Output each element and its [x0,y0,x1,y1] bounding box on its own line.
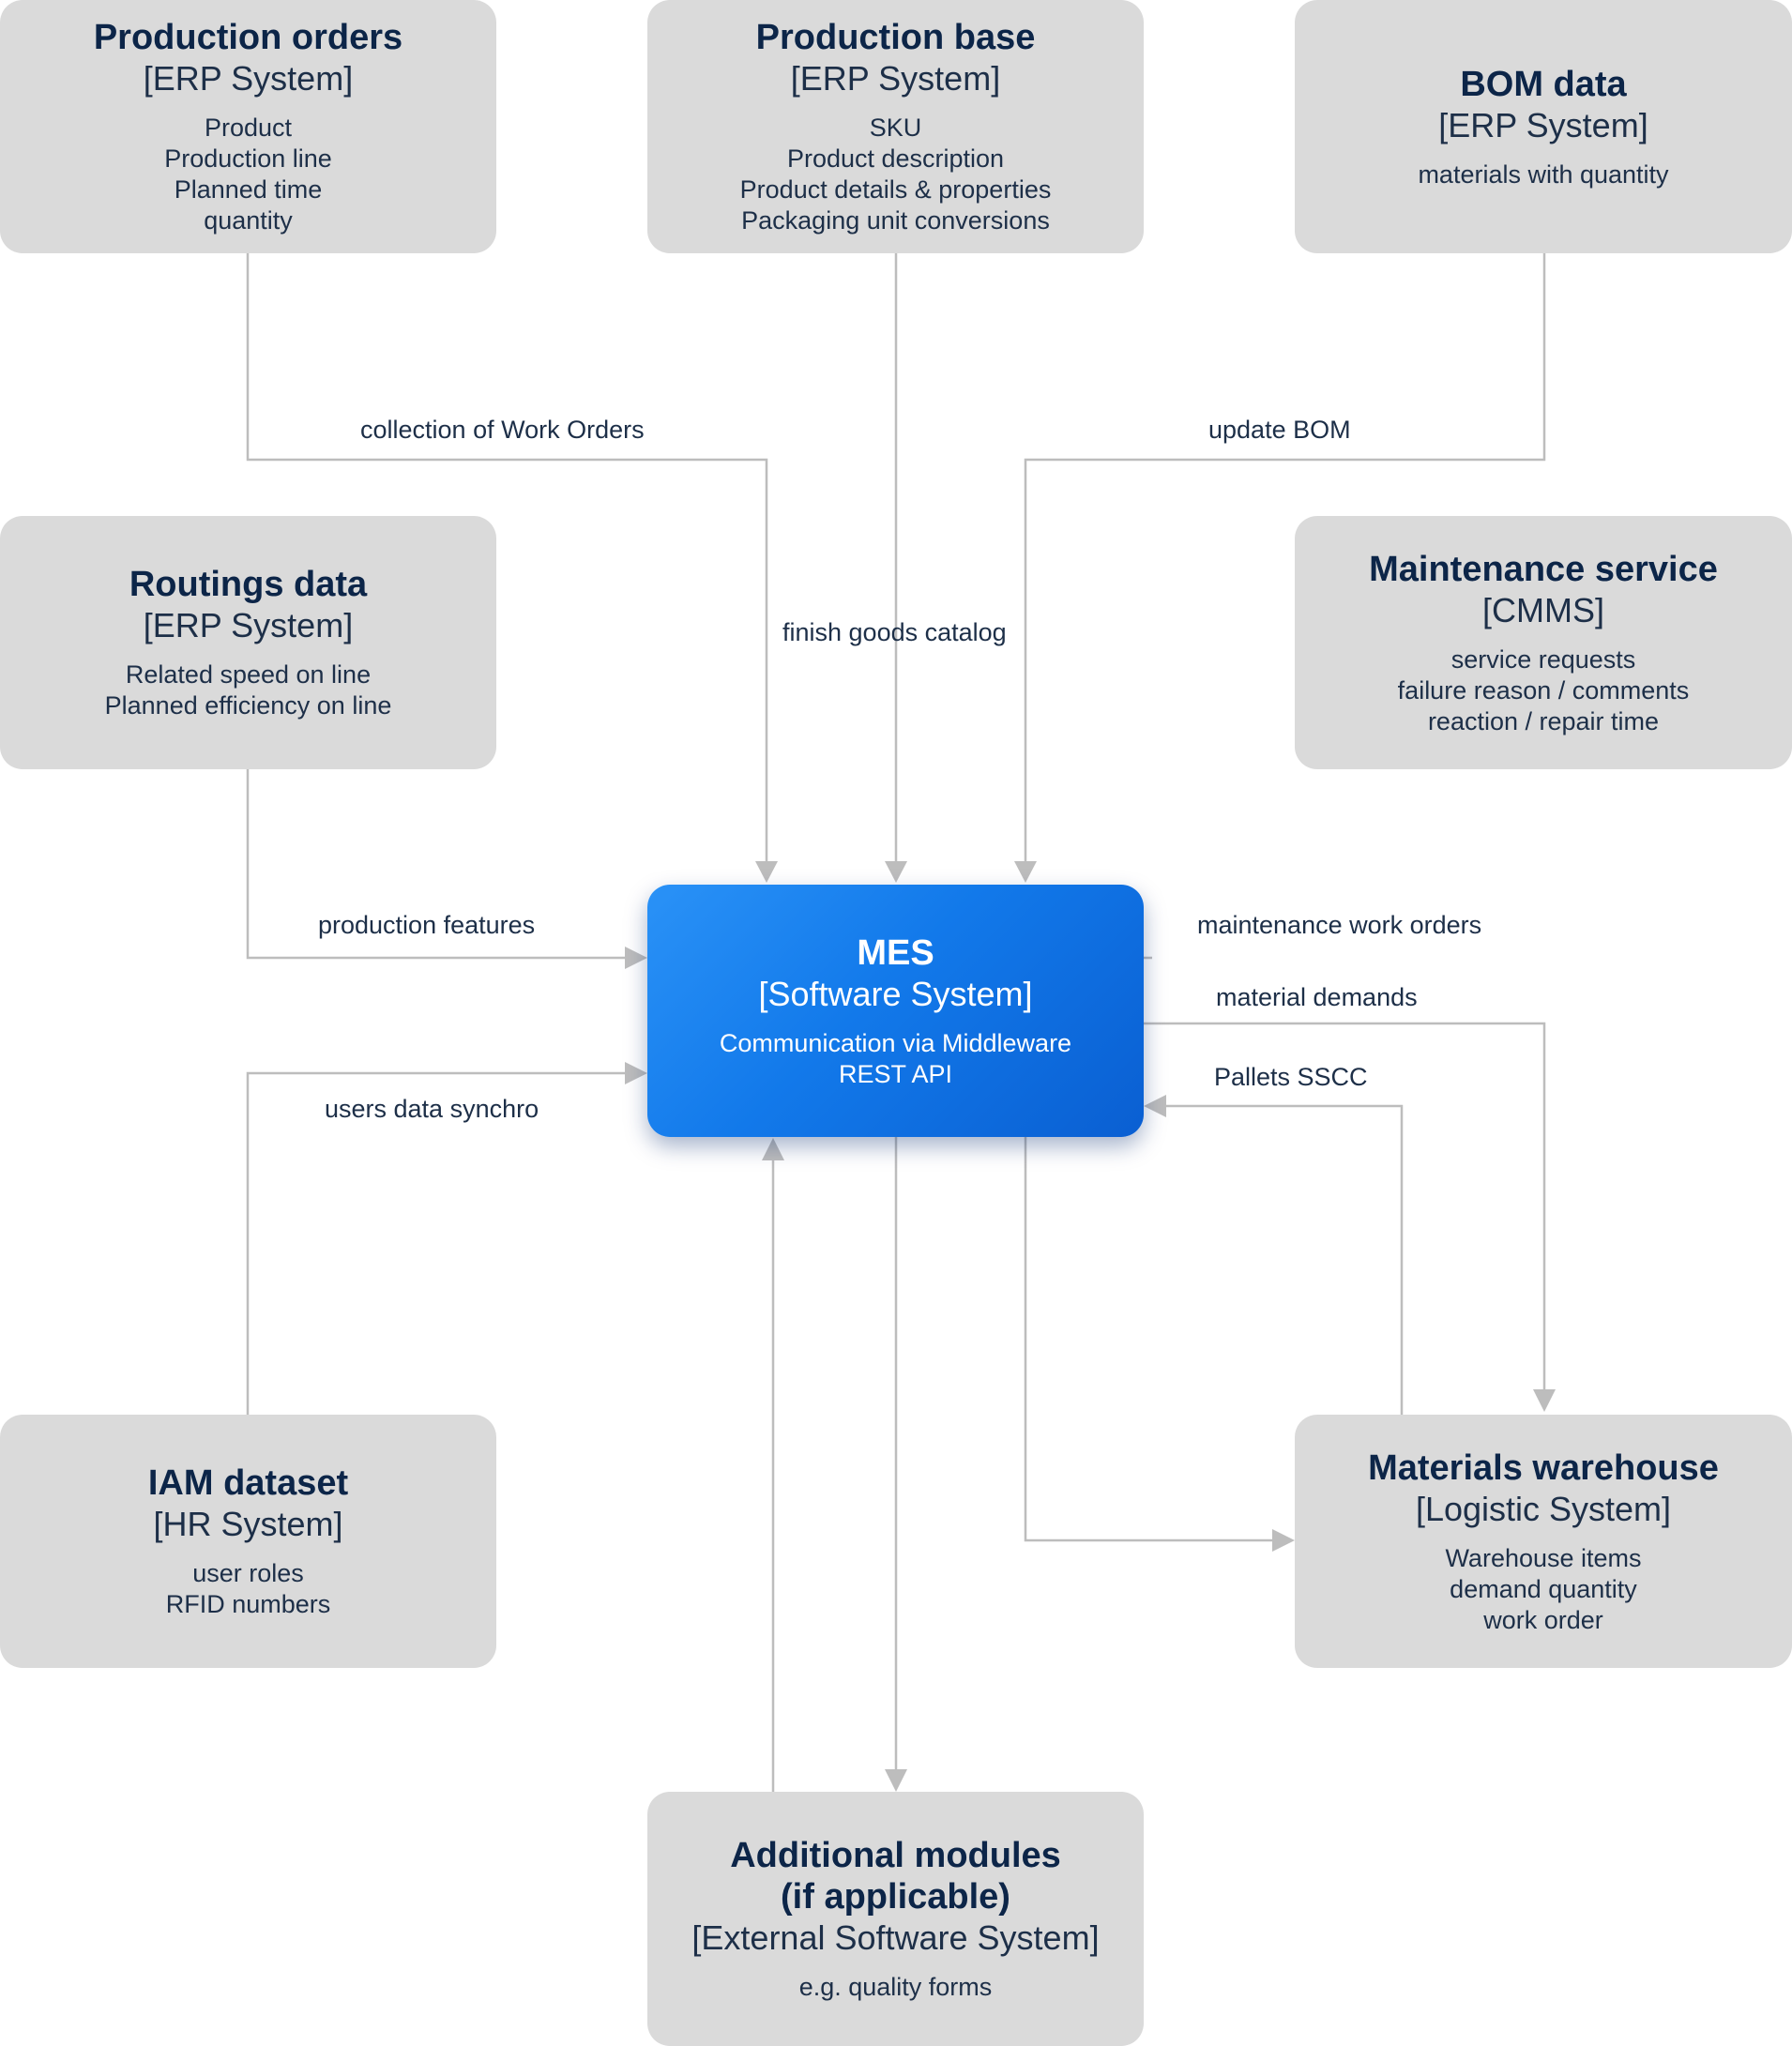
node-system: [Software System] [758,974,1033,1013]
node-system: [CMMS] [1482,590,1604,629]
edge-label-production-features: production features [316,910,538,940]
node-line: Related speed on line [125,660,372,689]
node-title: MES [857,932,934,973]
node-title: Additional modules [730,1836,1061,1875]
node-system: [ERP System] [1438,105,1648,144]
edge-label-material-demands: material demands [1214,982,1420,1012]
node-maintenance-service: Maintenance service [CMMS] service reque… [1295,516,1792,769]
node-system: [ERP System] [143,59,354,98]
edge-label-maintenance-work-orders: maintenance work orders [1195,910,1484,940]
connector-production-orders-to-mes [246,253,768,863]
node-title: IAM dataset [147,1463,349,1503]
arrowhead [1533,1389,1556,1412]
node-line: user roles [192,1559,304,1587]
node-line: Planned time [174,175,323,204]
connector-iam-to-mes [246,1071,627,1415]
node-line: failure reason / comments [1397,675,1690,705]
node-line: e.g. quality forms [798,1973,993,2001]
node-line: materials with quantity [1418,159,1669,189]
node-line: Production line [164,144,332,173]
node-line: Product [204,114,293,142]
node-line: demand quantity [1450,1574,1637,1603]
node-iam-dataset: IAM dataset [HR System] user roles RFID … [0,1415,496,1668]
node-title: BOM data [1460,64,1627,104]
arrowhead [1014,861,1037,883]
arrowhead [1144,1095,1166,1117]
node-line: reaction / repair time [1427,706,1660,735]
connector-pallets-sscc [1164,1104,1404,1415]
node-bom-data: BOM data [ERP System] materials with qua… [1295,0,1792,253]
connector-bom-to-mes [1024,253,1546,863]
node-line: REST API [838,1059,953,1088]
node-system: [ERP System] [790,59,1001,98]
node-line: work order [1483,1605,1603,1634]
edge-label-finish-goods-catalog: finish goods catalog [782,618,1007,646]
node-line: Warehouse items [1445,1543,1642,1572]
node-title: Routings data [129,565,368,604]
node-line: Communication via Middleware [719,1028,1072,1057]
node-line: service requests [1450,644,1636,674]
node-title-secondary: (if applicable) [781,1877,1010,1917]
edge-label-collection-of-work-orders: collection of Work Orders [358,415,646,445]
node-line: SKU [869,114,922,142]
connector-routings-to-mes [246,769,627,960]
node-line: Product description [786,144,1005,173]
arrowhead [762,1138,784,1160]
edge-label-update-bom: update BOM [1207,415,1353,445]
node-title: Production base [755,18,1036,57]
node-system: [External Software System] [691,1918,1100,1957]
node-system: [Logistic System] [1415,1489,1672,1528]
arrowhead [625,1062,647,1084]
node-mes: MES [Software System] Communication via … [647,885,1144,1137]
arrowhead [885,861,907,883]
arrowhead [1272,1529,1295,1552]
node-line: RFID numbers [165,1590,331,1618]
arrowhead [625,947,647,969]
node-title: Materials warehouse [1368,1447,1719,1488]
node-line: Planned efficiency on line [104,691,392,720]
node-line: quantity [204,206,293,235]
node-title: Maintenance service [1369,549,1718,589]
edge-label-users-data-synchro: users data synchro [323,1094,541,1124]
node-additional-modules: Additional modules (if applicable) [Exte… [647,1792,1144,2046]
node-title: Production orders [93,18,403,57]
node-line: Product details & properties [739,175,1052,204]
arrowhead [755,861,778,883]
node-routings-data: Routings data [ERP System] Related speed… [0,516,496,769]
node-line: Packaging unit conversions [741,206,1050,235]
connector-mes-to-warehouse [1024,1137,1274,1542]
node-system: [HR System] [153,1505,343,1543]
edge-label-pallets-sscc: Pallets SSCC [1212,1062,1370,1092]
arrowhead [885,1769,907,1792]
connector-material-demands [1144,1022,1546,1391]
node-materials-warehouse: Materials warehouse [Logistic System] Wa… [1295,1415,1792,1668]
node-production-orders: Production orders [ERP System] Product P… [0,0,496,253]
node-production-base: Production base [ERP System] SKU Product… [647,0,1144,253]
node-system: [ERP System] [143,606,354,644]
